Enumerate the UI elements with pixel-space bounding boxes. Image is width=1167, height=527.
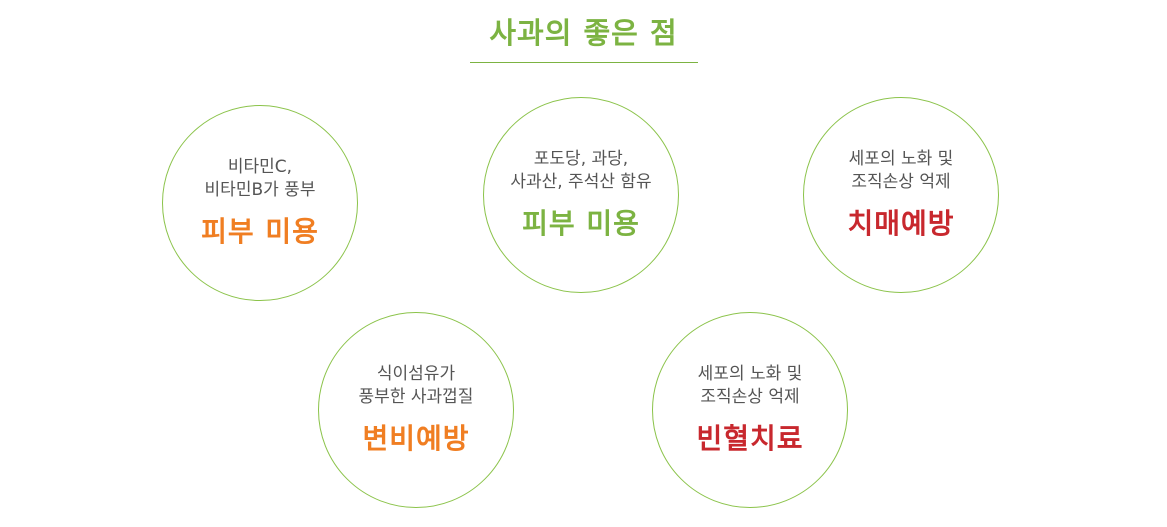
benefit-headline: 치매예방 [847,207,955,240]
benefit-desc-line2: 사과산, 주석산 함유 [510,172,652,192]
benefit-desc-line2: 비타민B가 풍부 [204,180,316,200]
benefit-desc-line1: 비타민C, [227,157,293,177]
benefit-circle-dementia-prevention: 세포의 노화 및 조직손상 억제 치매예방 [803,97,999,293]
title-underline [470,62,698,63]
page-title: 사과의 좋은 점 [489,16,678,50]
benefit-headline: 피부 미용 [201,215,319,248]
benefit-headline: 피부 미용 [522,207,640,240]
benefit-desc-line1: 포도당, 과당, [533,149,629,169]
benefit-desc-line1: 식이섬유가 [376,364,456,384]
benefit-desc-line1: 세포의 노화 및 [848,149,954,169]
benefit-circle-skin-care-acid: 포도당, 과당, 사과산, 주석산 함유 피부 미용 [483,97,679,293]
benefit-desc-line2: 풍부한 사과껍질 [358,387,474,407]
benefit-circle-skin-care-vitamin: 비타민C, 비타민B가 풍부 피부 미용 [162,105,358,301]
benefit-desc-line1: 세포의 노화 및 [697,364,803,384]
benefit-circle-anemia-treatment: 세포의 노화 및 조직손상 억제 빈혈치료 [652,312,848,508]
benefit-circle-constipation-prevention: 식이섬유가 풍부한 사과껍질 변비예방 [318,312,514,508]
benefit-desc-line2: 조직손상 억제 [700,387,800,407]
benefit-desc-line2: 조직손상 억제 [851,172,951,192]
benefit-headline: 변비예방 [362,422,470,455]
benefit-headline: 빈혈치료 [696,422,804,455]
